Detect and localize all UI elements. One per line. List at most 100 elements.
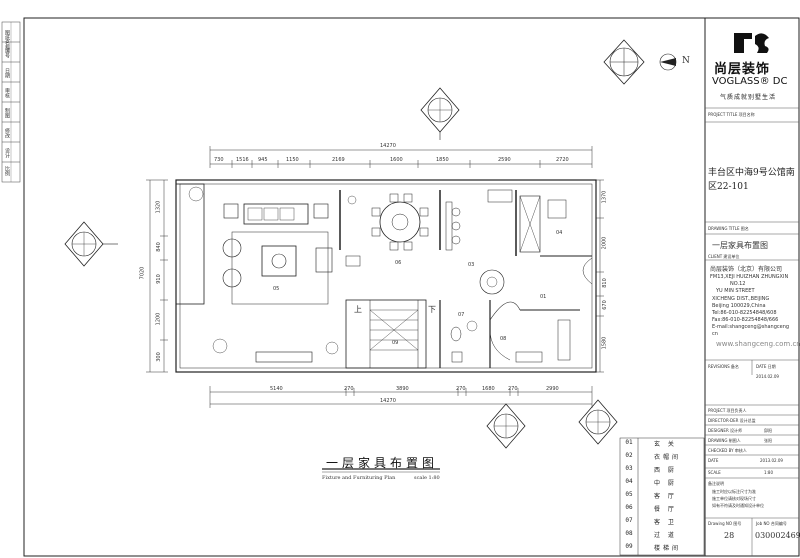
- room-tag-stair: 09: [392, 340, 399, 346]
- dim-left-2: 840: [155, 242, 162, 252]
- brand-name-en: VOGLASS® DC: [712, 76, 788, 87]
- section-marker-left-icon: [64, 221, 118, 267]
- section-marker-bottom-icon: [486, 403, 526, 449]
- side-label-2: 编号: [4, 48, 10, 58]
- side-label-4: 审核: [4, 88, 10, 98]
- company-name: 尚层装饰（北京）有限公司: [710, 266, 783, 273]
- dim-right-4: 670: [601, 300, 608, 310]
- room-tag-kitchen: 04: [556, 230, 563, 236]
- scale-label: SCALE: [708, 470, 721, 475]
- dim-left-4: 1200: [155, 312, 162, 326]
- section-marker-right-icon: [578, 399, 618, 445]
- address-line-4: XICHENG DIST.,BEIJING: [712, 296, 770, 302]
- address-line-3: YU MIN STREET: [716, 288, 755, 294]
- compass-rose-icon: [603, 39, 677, 85]
- director-label: DIRECTOR-DER 设计总监: [708, 418, 756, 423]
- drawing-scale: scale 1:80: [414, 475, 440, 481]
- dim-left-1: 1320: [155, 200, 162, 214]
- address-line-8: E-mail:shangceng@shangceng: [712, 324, 790, 330]
- date-value: 2014.02.09: [756, 374, 779, 379]
- notes-label: 备注说明: [708, 481, 724, 486]
- side-label-5: 制图: [4, 108, 10, 118]
- address-line-2: NO.12: [730, 281, 746, 287]
- date-label: DATE 日期: [756, 364, 776, 369]
- dim-right-5: 1580: [601, 336, 608, 350]
- side-label-1: 图纸名称: [4, 30, 10, 50]
- address-line-6: Tel:86-010-82254848/608: [712, 310, 777, 316]
- floor-plan: [175, 179, 597, 373]
- dim-top-2: 1516: [236, 157, 249, 163]
- drawing-by-name: 张阳: [764, 438, 772, 443]
- dim-right-1: 1370: [601, 190, 608, 204]
- drawing-title: 一层家具布置图: [326, 456, 439, 470]
- project-title-label: PROJECT TITLE 项目名称: [708, 112, 755, 117]
- dim-bottom-3: 3890: [396, 386, 409, 392]
- dim-right-3: 810: [601, 278, 608, 288]
- scale-value: 1:80: [764, 470, 773, 475]
- website-watermark: www.shangceng.com.cn: [716, 340, 800, 348]
- room-tag-living: 05: [273, 286, 280, 292]
- dim-bottom-2: 270: [344, 386, 354, 392]
- dim-bottom-1: 5140: [270, 386, 283, 392]
- legend-table: [619, 437, 705, 556]
- note-line-2: 施工单位请核对现场尺寸: [712, 496, 756, 501]
- brand-logo-icon: [734, 33, 769, 53]
- date2-label: DATE: [708, 458, 719, 463]
- checked-label: CHECKED BY 审核人: [708, 448, 747, 453]
- stair-down-label: 下: [428, 305, 436, 314]
- drawing-number: 28: [724, 531, 735, 540]
- designer-name: 邱阳: [764, 428, 772, 433]
- note-line-1: 施工时应以标注尺寸为准: [712, 489, 756, 494]
- dim-top-6: 1600: [390, 157, 403, 163]
- side-label-6: 修改: [4, 128, 10, 138]
- dim-top-9: 2720: [556, 157, 569, 163]
- dim-top-5: 2169: [332, 157, 345, 163]
- dim-top-1: 730: [214, 157, 224, 163]
- room-tag-corridor: 08: [500, 336, 507, 342]
- dim-left-3: 910: [155, 274, 162, 284]
- note-line-3: 如有不符请及时通知设计单位: [712, 503, 764, 508]
- dim-bottom-4: 270: [456, 386, 466, 392]
- dim-bottom-6: 270: [508, 386, 518, 392]
- dim-top-4: 1150: [286, 157, 299, 163]
- dim-top-total: 14270: [380, 143, 396, 149]
- dim-left-total: 7020: [139, 266, 146, 280]
- title-block-drawing-title: 一层家具布置图: [712, 241, 768, 250]
- address-line-7: Fax:86-010-82254848/666: [712, 317, 779, 323]
- address-line-5: Beijing 100029,China: [712, 303, 766, 309]
- dimension-lines-bottom: [209, 386, 593, 408]
- job-number: 030002469: [755, 531, 800, 540]
- job-no-label: Job NO 合同编号: [756, 521, 787, 526]
- brand-name-cn: 尚层装饰: [714, 62, 771, 77]
- designer-label: DESIGNER 设计师: [708, 428, 742, 433]
- project-role-label: PROJECT 项目负责人: [708, 408, 747, 413]
- dim-top-7: 1850: [436, 157, 449, 163]
- section-marker-top-icon: [420, 87, 460, 140]
- dimension-lines-top: [209, 146, 593, 168]
- dim-bottom-5: 1680: [482, 386, 495, 392]
- address-line-9: cn: [712, 331, 718, 337]
- dimension-lines-left: [146, 179, 168, 373]
- drawing-by-label: DRAWING 制图人: [708, 438, 741, 443]
- dim-bottom-total: 14270: [380, 398, 396, 404]
- dim-right-2: 2000: [601, 236, 608, 250]
- dim-top-3: 945: [258, 157, 268, 163]
- side-label-7: 设计: [4, 148, 10, 158]
- north-label: N: [682, 56, 690, 66]
- side-label-3: 日期: [4, 68, 10, 78]
- address-line-1: FM13,XEJI HUIZHAN ZHUNGXIN: [710, 274, 789, 280]
- dimension-lines-right: [596, 179, 604, 373]
- room-tag-dining: 06: [395, 260, 402, 266]
- stair-up-label: 上: [354, 305, 362, 314]
- brand-slogan: 气质成就别墅生活: [720, 94, 777, 101]
- room-tag-west-kitchen: 03: [468, 262, 475, 268]
- drawing-title-label: DRAWING TITLE 图名: [708, 226, 749, 231]
